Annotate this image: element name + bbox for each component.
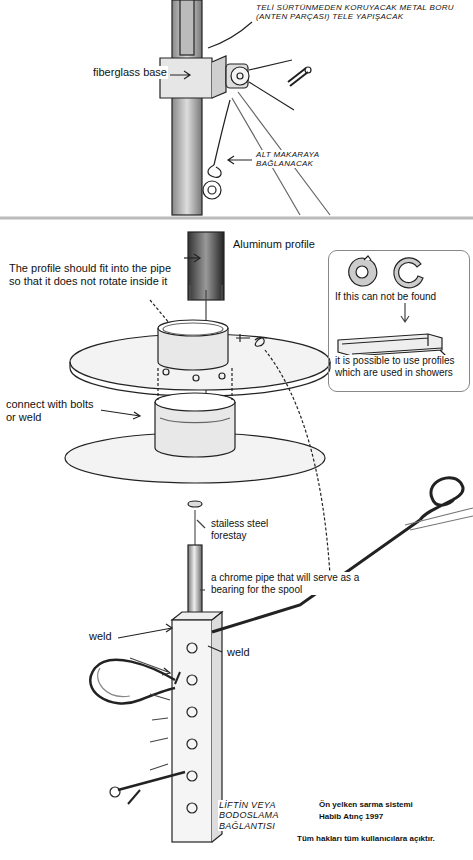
- note-text: it is possible to use profiles which are…: [335, 355, 465, 378]
- weld-label: weld: [88, 630, 113, 643]
- credit: Habib Atınç 1997: [318, 812, 384, 821]
- note-text: If this can not be found: [335, 291, 465, 303]
- weld-label: weld: [226, 646, 251, 659]
- part-label: Aluminum profile: [232, 238, 316, 251]
- turkish-note: TELİ SÜRTÜNMEDEN KORUYACAK METAL BORU (A…: [255, 3, 469, 21]
- part-label: a chrome pipe that will serve as a beari…: [210, 572, 362, 595]
- inset-box: If this can not be found it is possible t…: [328, 250, 470, 392]
- part-label: stailess steel forestay: [210, 518, 292, 541]
- credit: Tüm hakları tüm kullanıcılara açıktır.: [296, 834, 436, 843]
- note: connect with bolts or weld: [5, 398, 101, 423]
- credit: Ön yelken sarma sistemi: [318, 800, 414, 809]
- turkish-note: ALT MAKARAYA BAĞLANACAK: [255, 150, 377, 168]
- note: The profile should fit into the pipe so …: [8, 262, 182, 287]
- part-label: fiberglass base: [92, 66, 168, 79]
- turkish-note: LİFTİN VEYA BODOSLAMA BAĞLANTISI: [218, 800, 312, 831]
